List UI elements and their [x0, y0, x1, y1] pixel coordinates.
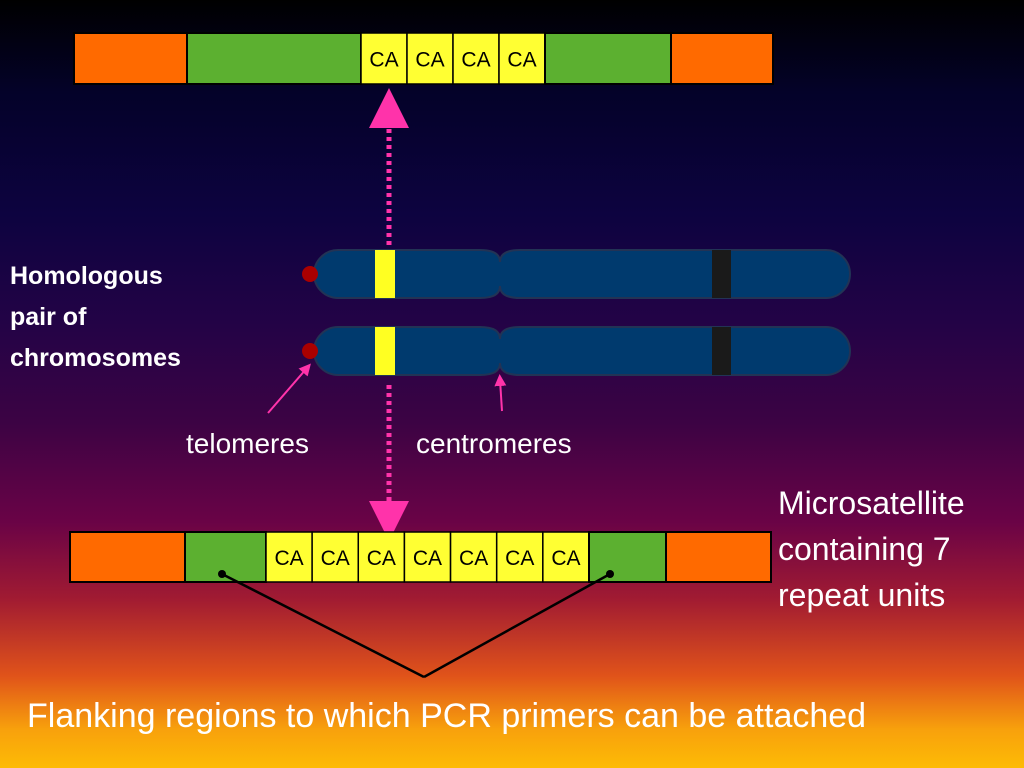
- bottom-repeat-unit: [495, 531, 544, 583]
- top-outer-flank-right: [670, 32, 774, 85]
- microsatellite-label: Microsatellite containing 7 repeat units: [778, 480, 965, 618]
- left-primer-dot: [218, 570, 226, 578]
- flanking-regions-caption: Flanking regions to which PCR primers ca…: [27, 697, 867, 735]
- homologous-label-line-1: Homologous: [10, 262, 163, 290]
- microsatellite-label-line-3: repeat units: [778, 577, 946, 613]
- top-repeat-unit: [360, 32, 408, 85]
- bottom-allele: CA CA CA CA CA CA CA: [69, 531, 772, 583]
- top-repeat-label: CA: [507, 49, 536, 72]
- top-inner-flank-left: [186, 32, 362, 85]
- top-repeat-unit: [406, 32, 454, 85]
- chromosome-1-microsatellite-marker: [375, 250, 395, 298]
- bottom-inner-flank-right: [588, 531, 667, 583]
- right-primer-line: [423, 572, 611, 679]
- chromosome-1-telomere: [302, 266, 318, 282]
- top-repeat-label: CA: [369, 49, 398, 72]
- top-outer-flank-left: [73, 32, 188, 85]
- chromosome-2-band: [712, 327, 731, 375]
- bottom-repeat-label: CA: [321, 547, 350, 570]
- top-repeat-label: CA: [415, 49, 444, 72]
- bottom-repeat-unit: [357, 531, 406, 583]
- bottom-outer-flank-left: [69, 531, 186, 583]
- bottom-repeat-label: CA: [274, 547, 303, 570]
- chromosome-2: [302, 326, 851, 376]
- homologous-pair-label: Homologous pair of chromosomes: [10, 256, 181, 379]
- bottom-repeat-unit: [403, 531, 452, 583]
- chromosome-1: [302, 249, 851, 299]
- top-repeat-unit: [452, 32, 500, 85]
- chromosome-1-band: [712, 250, 731, 298]
- telomeres-label: telomeres: [186, 428, 309, 459]
- microsatellite-label-line-2: containing 7: [778, 531, 951, 567]
- centromeres-label: centromeres: [416, 428, 572, 459]
- chromosome-2-telomere: [302, 343, 318, 359]
- homologous-label-line-3: chromosomes: [10, 344, 181, 372]
- bottom-outer-flank-right: [665, 531, 772, 583]
- telomere-pointer-arrow: [267, 363, 311, 414]
- bottom-repeat-unit: [311, 531, 360, 583]
- top-allele: CA CA CA CA: [73, 32, 774, 85]
- bottom-repeat-label: CA: [367, 547, 396, 570]
- bottom-repeat-unit: [265, 531, 313, 583]
- chromosome-2-microsatellite-marker: [375, 327, 395, 375]
- top-inner-flank-right: [544, 32, 672, 85]
- bottom-repeat-label: CA: [505, 547, 534, 570]
- bottom-repeat-label: CA: [551, 547, 580, 570]
- microsatellite-label-line-1: Microsatellite: [778, 485, 965, 521]
- left-primer-line: [221, 572, 425, 679]
- bottom-repeat-block: CA CA CA CA CA CA CA: [265, 531, 590, 583]
- top-repeat-label: CA: [461, 49, 490, 72]
- right-primer-dot: [606, 570, 614, 578]
- bottom-repeat-label: CA: [413, 547, 442, 570]
- homologous-label-line-2: pair of: [10, 303, 87, 331]
- bottom-repeat-unit: [449, 531, 498, 583]
- top-repeat-block: CA CA CA CA: [360, 32, 546, 85]
- bottom-repeat-label: CA: [459, 547, 488, 570]
- primer-pointers: [218, 570, 614, 679]
- centromere-pointer-arrow: [494, 374, 507, 412]
